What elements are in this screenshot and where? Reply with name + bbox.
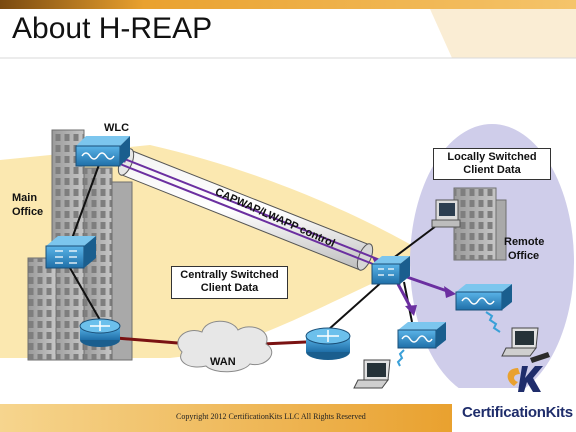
remote-pc (431, 199, 461, 228)
wireless-signals (396, 311, 501, 367)
laptop-1 (501, 327, 539, 357)
main-switch (45, 236, 96, 269)
main-router (79, 318, 121, 347)
header-bar (0, 0, 576, 59)
centrally-switched-line2: Client Data (200, 282, 259, 294)
remote-office-building (453, 187, 507, 261)
remote-router (305, 327, 351, 360)
access-point-2 (397, 322, 446, 349)
main-office-label-line1: Main (12, 192, 38, 204)
centrally-switched-line1: Centrally Switched (180, 269, 279, 281)
remote-office-label-line1: Remote (504, 236, 545, 248)
copyright-text: Copyright 2012 CertificationKits LLC All… (176, 412, 366, 421)
wan-label: WAN (210, 356, 236, 368)
remote-office-label-line2: Office (508, 250, 540, 262)
laptop-2 (353, 359, 391, 389)
certificationkits-logo-icon (507, 352, 550, 392)
remote-switch (371, 256, 410, 285)
page-title: About H-REAP (12, 12, 213, 45)
locally-switched-box: Locally Switched Client Data (433, 148, 551, 180)
access-point-1 (455, 284, 512, 311)
wlc-device (75, 136, 130, 167)
wlc-label: WLC (104, 122, 130, 134)
locally-switched-line1: Locally Switched (447, 151, 537, 163)
wan-cloud (177, 320, 273, 373)
centrally-switched-box: Centrally Switched Client Data (171, 266, 288, 299)
main-office-label-line2: Office (12, 206, 44, 218)
footer-bar (0, 388, 576, 432)
brand-name: CertificationKits (462, 404, 573, 421)
main-office-links (69, 161, 101, 321)
locally-switched-line2: Client Data (463, 164, 521, 176)
